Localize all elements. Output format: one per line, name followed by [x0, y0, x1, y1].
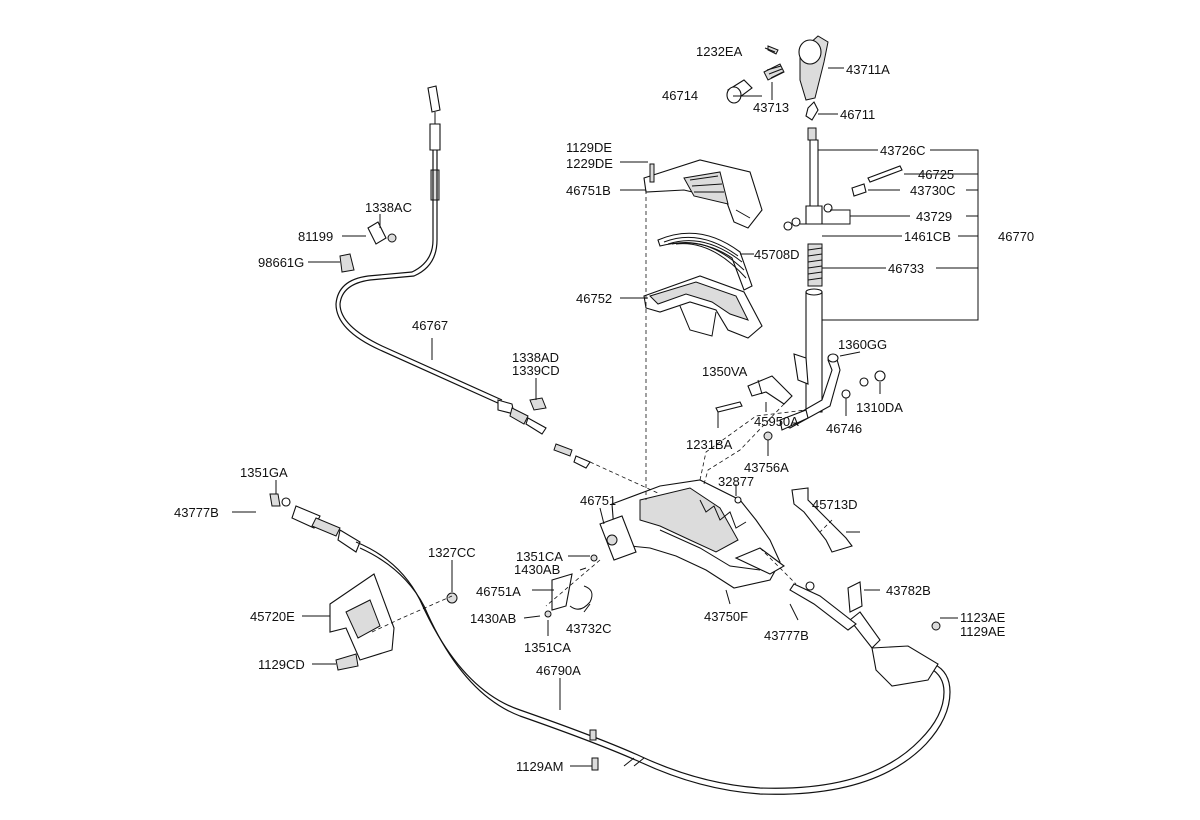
- label-1229DE: 1229DE: [566, 156, 613, 171]
- upper-cable: [335, 85, 591, 469]
- label-46711: 46711: [840, 107, 875, 122]
- label-46746: 46746: [826, 421, 862, 436]
- label-1123AE: 1123AE: [960, 610, 1006, 625]
- label-45720E: 45720E: [250, 609, 295, 624]
- callout-labels: 1232EA 43711A 46714 43713 46711 1129DE 1…: [174, 44, 1034, 774]
- leader-lines: [232, 47, 979, 767]
- label-46767: 46767: [412, 318, 448, 333]
- label-46752: 46752: [576, 291, 612, 306]
- label-43726C: 43726C: [880, 143, 926, 158]
- label-43729: 43729: [916, 209, 952, 224]
- label-46751A: 46751A: [476, 584, 521, 599]
- label-46725: 46725: [918, 167, 954, 182]
- label-1339CD: 1339CD: [512, 363, 560, 378]
- label-45713D: 45713D: [812, 497, 858, 512]
- label-1350VA: 1350VA: [702, 364, 748, 379]
- label-1231BA: 1231BA: [686, 437, 733, 452]
- label-1351GA: 1351GA: [240, 465, 288, 480]
- label-43730C: 43730C: [910, 183, 956, 198]
- label-46770: 46770: [998, 229, 1034, 244]
- label-1129AM: 1129AM: [516, 759, 563, 774]
- label-46790A: 46790A: [536, 663, 581, 678]
- label-43750F: 43750F: [704, 609, 748, 624]
- phantom-lines: [371, 190, 833, 633]
- label-45950A: 45950A: [754, 414, 799, 429]
- indicator-covers: [643, 159, 763, 339]
- label-1327CC: 1327CC: [428, 545, 476, 560]
- label-81199: 81199: [298, 229, 333, 244]
- label-43777B-left: 43777B: [174, 505, 219, 520]
- label-46714: 46714: [662, 88, 698, 103]
- label-1430AB-top: 1430AB: [514, 562, 560, 577]
- label-45708D: 45708D: [754, 247, 800, 262]
- label-98661G: 98661G: [258, 255, 304, 270]
- label-1338AC: 1338AC: [365, 200, 412, 215]
- label-43711A: 43711A: [846, 62, 890, 77]
- label-46733: 46733: [888, 261, 924, 276]
- label-43777B-right: 43777B: [764, 628, 809, 643]
- label-1129AE: 1129AE: [960, 624, 1006, 639]
- label-1360GG: 1360GG: [838, 337, 887, 352]
- label-43732C: 43732C: [566, 621, 612, 636]
- label-1129DE: 1129DE: [566, 140, 612, 155]
- label-1430AB-bottom: 1430AB: [470, 611, 516, 626]
- label-1461CB: 1461CB: [904, 229, 951, 244]
- label-1129CD: 1129CD: [258, 657, 305, 672]
- shift-knob-assembly: [726, 35, 903, 431]
- label-1351CA-bottom: 1351CA: [524, 640, 571, 655]
- label-43713: 43713: [753, 100, 789, 115]
- shifter-base: [599, 353, 886, 613]
- label-43782B: 43782B: [886, 583, 931, 598]
- label-32877: 32877: [718, 474, 754, 489]
- label-43756A: 43756A: [744, 460, 789, 475]
- label-1351CA-top: 1351CA: [516, 549, 563, 564]
- label-1232EA: 1232EA: [696, 44, 743, 59]
- label-1338AD: 1338AD: [512, 350, 559, 365]
- label-1310DA: 1310DA: [856, 400, 903, 415]
- label-46751: 46751: [580, 493, 616, 508]
- lower-cable: [269, 493, 951, 795]
- label-46751B: 46751B: [566, 183, 611, 198]
